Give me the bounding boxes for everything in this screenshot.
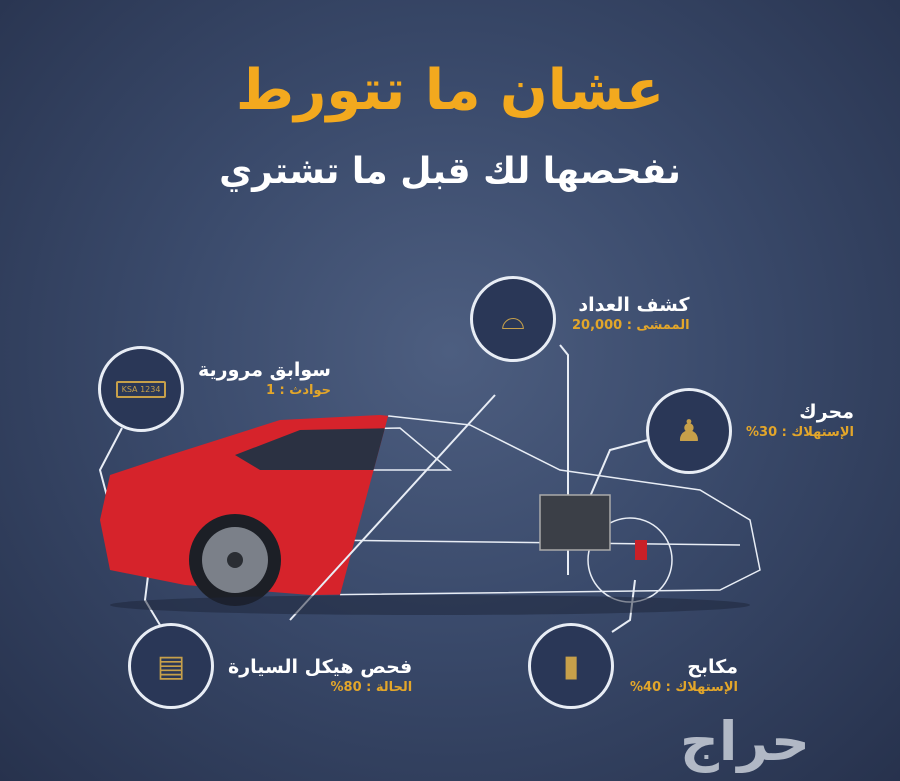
brakes-label: مكابح الإستهلاك : 40% bbox=[630, 655, 738, 697]
car-shadow bbox=[110, 595, 750, 615]
traffic-title: سوابق مرورية bbox=[198, 359, 331, 381]
engine-block bbox=[539, 494, 611, 551]
gear-shift-icon: ♟ bbox=[675, 413, 703, 449]
license-plate-icon: KSA 1234 bbox=[115, 380, 167, 398]
car-door-icon: ▤ bbox=[156, 648, 186, 684]
car-wireframe-sill bbox=[319, 539, 741, 546]
body-circle: ▤ bbox=[128, 623, 214, 709]
divider-line bbox=[289, 394, 496, 621]
car-wireframe bbox=[290, 414, 761, 596]
odometer-value: الممشى : 20,000 bbox=[572, 318, 690, 333]
car-wireframe-window bbox=[290, 427, 453, 471]
engine-label: محرك الإستهلاك : 30% bbox=[746, 400, 854, 442]
brakes-circle: ▮ bbox=[528, 623, 614, 709]
connector-traffic bbox=[98, 427, 123, 501]
brakes-value: الإستهلاك : 40% bbox=[630, 680, 738, 695]
body-value: الحالة : 80% bbox=[330, 680, 413, 695]
odometer-title: كشف العداد bbox=[578, 294, 690, 316]
traffic-label: سوابق مرورية حوادث : 1 bbox=[198, 358, 331, 400]
connector-brakes bbox=[611, 579, 636, 633]
odometer-icon: ⌓ bbox=[501, 301, 525, 337]
engine-value: الإستهلاك : 30% bbox=[746, 425, 854, 440]
body-title: فحص هيكل السيارة bbox=[228, 656, 413, 678]
shock-absorber-icon: ▮ bbox=[562, 648, 580, 684]
haraj-watermark: حراج bbox=[680, 710, 810, 773]
headline: عشان ما تتورط bbox=[235, 58, 665, 123]
rear-wheel-hub bbox=[227, 552, 243, 568]
odometer-label: كشف العداد الممشى : 20,000 bbox=[572, 293, 690, 335]
brakes-title: مكابح bbox=[687, 656, 738, 678]
subheadline: نفحصها لك قبل ما تشتري bbox=[219, 151, 681, 192]
brake-caliper bbox=[635, 540, 647, 560]
traffic-circle: KSA 1234 bbox=[98, 346, 184, 432]
engine-title: محرك bbox=[799, 401, 854, 423]
engine-circle: ♟ bbox=[646, 388, 732, 474]
traffic-value: حوادث : 1 bbox=[265, 383, 331, 398]
body-label: فحص هيكل السيارة الحالة : 80% bbox=[228, 655, 412, 697]
odometer-circle: ⌓ bbox=[470, 276, 556, 362]
